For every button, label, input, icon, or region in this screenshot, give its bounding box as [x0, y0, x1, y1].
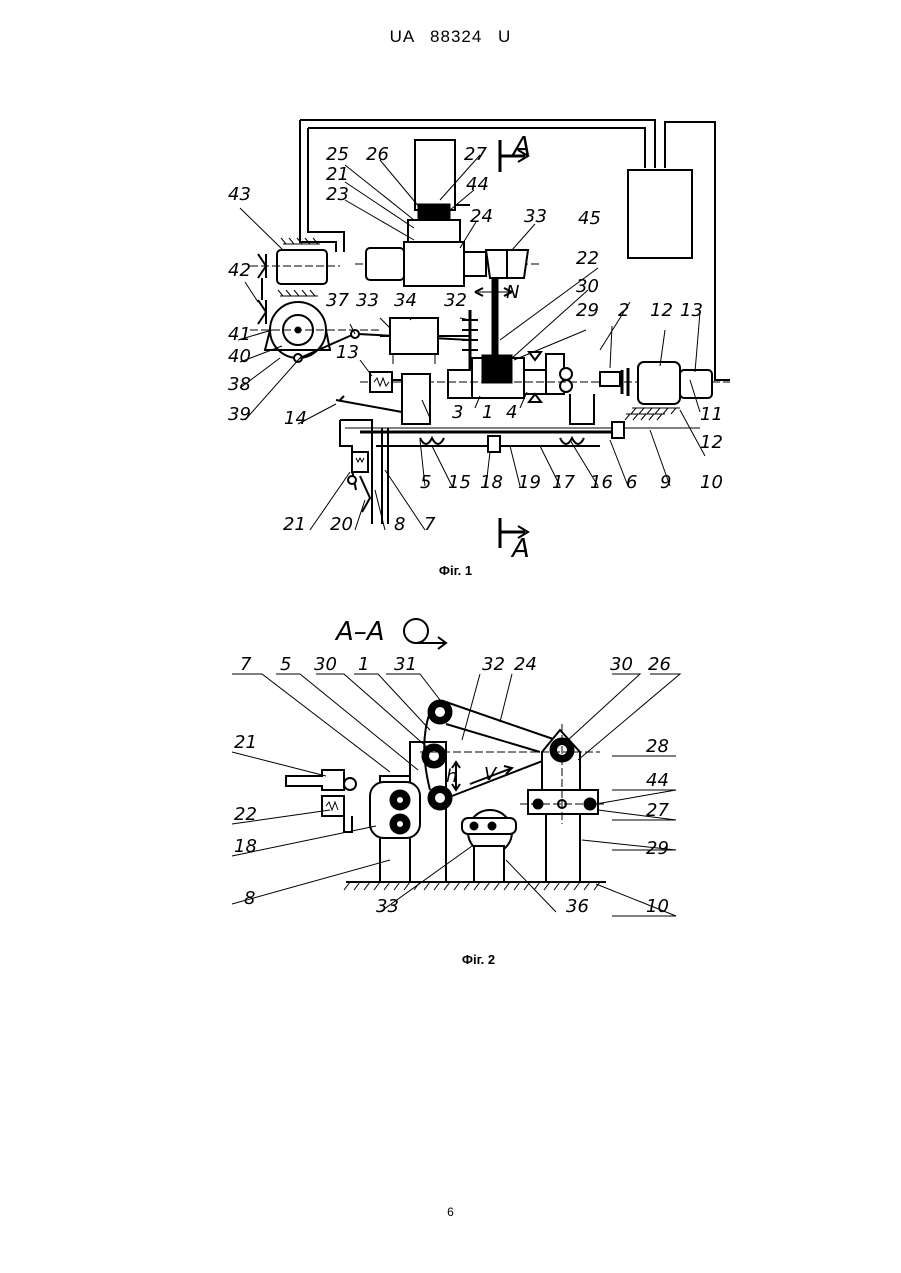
- label2-18: 18: [234, 836, 257, 857]
- label2-30-left: 30: [314, 654, 337, 675]
- label2-26: 26: [648, 654, 671, 675]
- label2-30-right: 30: [610, 654, 633, 675]
- label2-32: 32: [482, 654, 505, 675]
- label2-24: 24: [514, 654, 537, 675]
- label2-33: 33: [376, 896, 399, 917]
- figure-2-labels: A–A 7 5 30 1 31 32 24 30 26 28 44 27 29 …: [0, 0, 901, 1000]
- figure-2-caption: Фіг. 2: [28, 952, 901, 967]
- label2-21: 21: [234, 732, 257, 753]
- label2-v: V: [484, 764, 498, 785]
- section-title-a-a: A–A: [334, 617, 385, 647]
- label2-5: 5: [280, 654, 291, 675]
- label2-7: 7: [240, 654, 252, 675]
- label2-8: 8: [244, 888, 255, 909]
- label2-22: 22: [234, 804, 257, 825]
- label2-44: 44: [646, 770, 669, 791]
- label2-1: 1: [358, 654, 369, 675]
- label2-28: 28: [646, 736, 669, 757]
- page-number: 6: [0, 1205, 901, 1219]
- label2-10: 10: [646, 896, 669, 917]
- label2-36: 36: [566, 896, 589, 917]
- label2-h: h: [446, 766, 457, 787]
- label2-29: 29: [646, 838, 669, 859]
- label2-31: 31: [394, 654, 417, 675]
- label2-27: 27: [646, 800, 669, 821]
